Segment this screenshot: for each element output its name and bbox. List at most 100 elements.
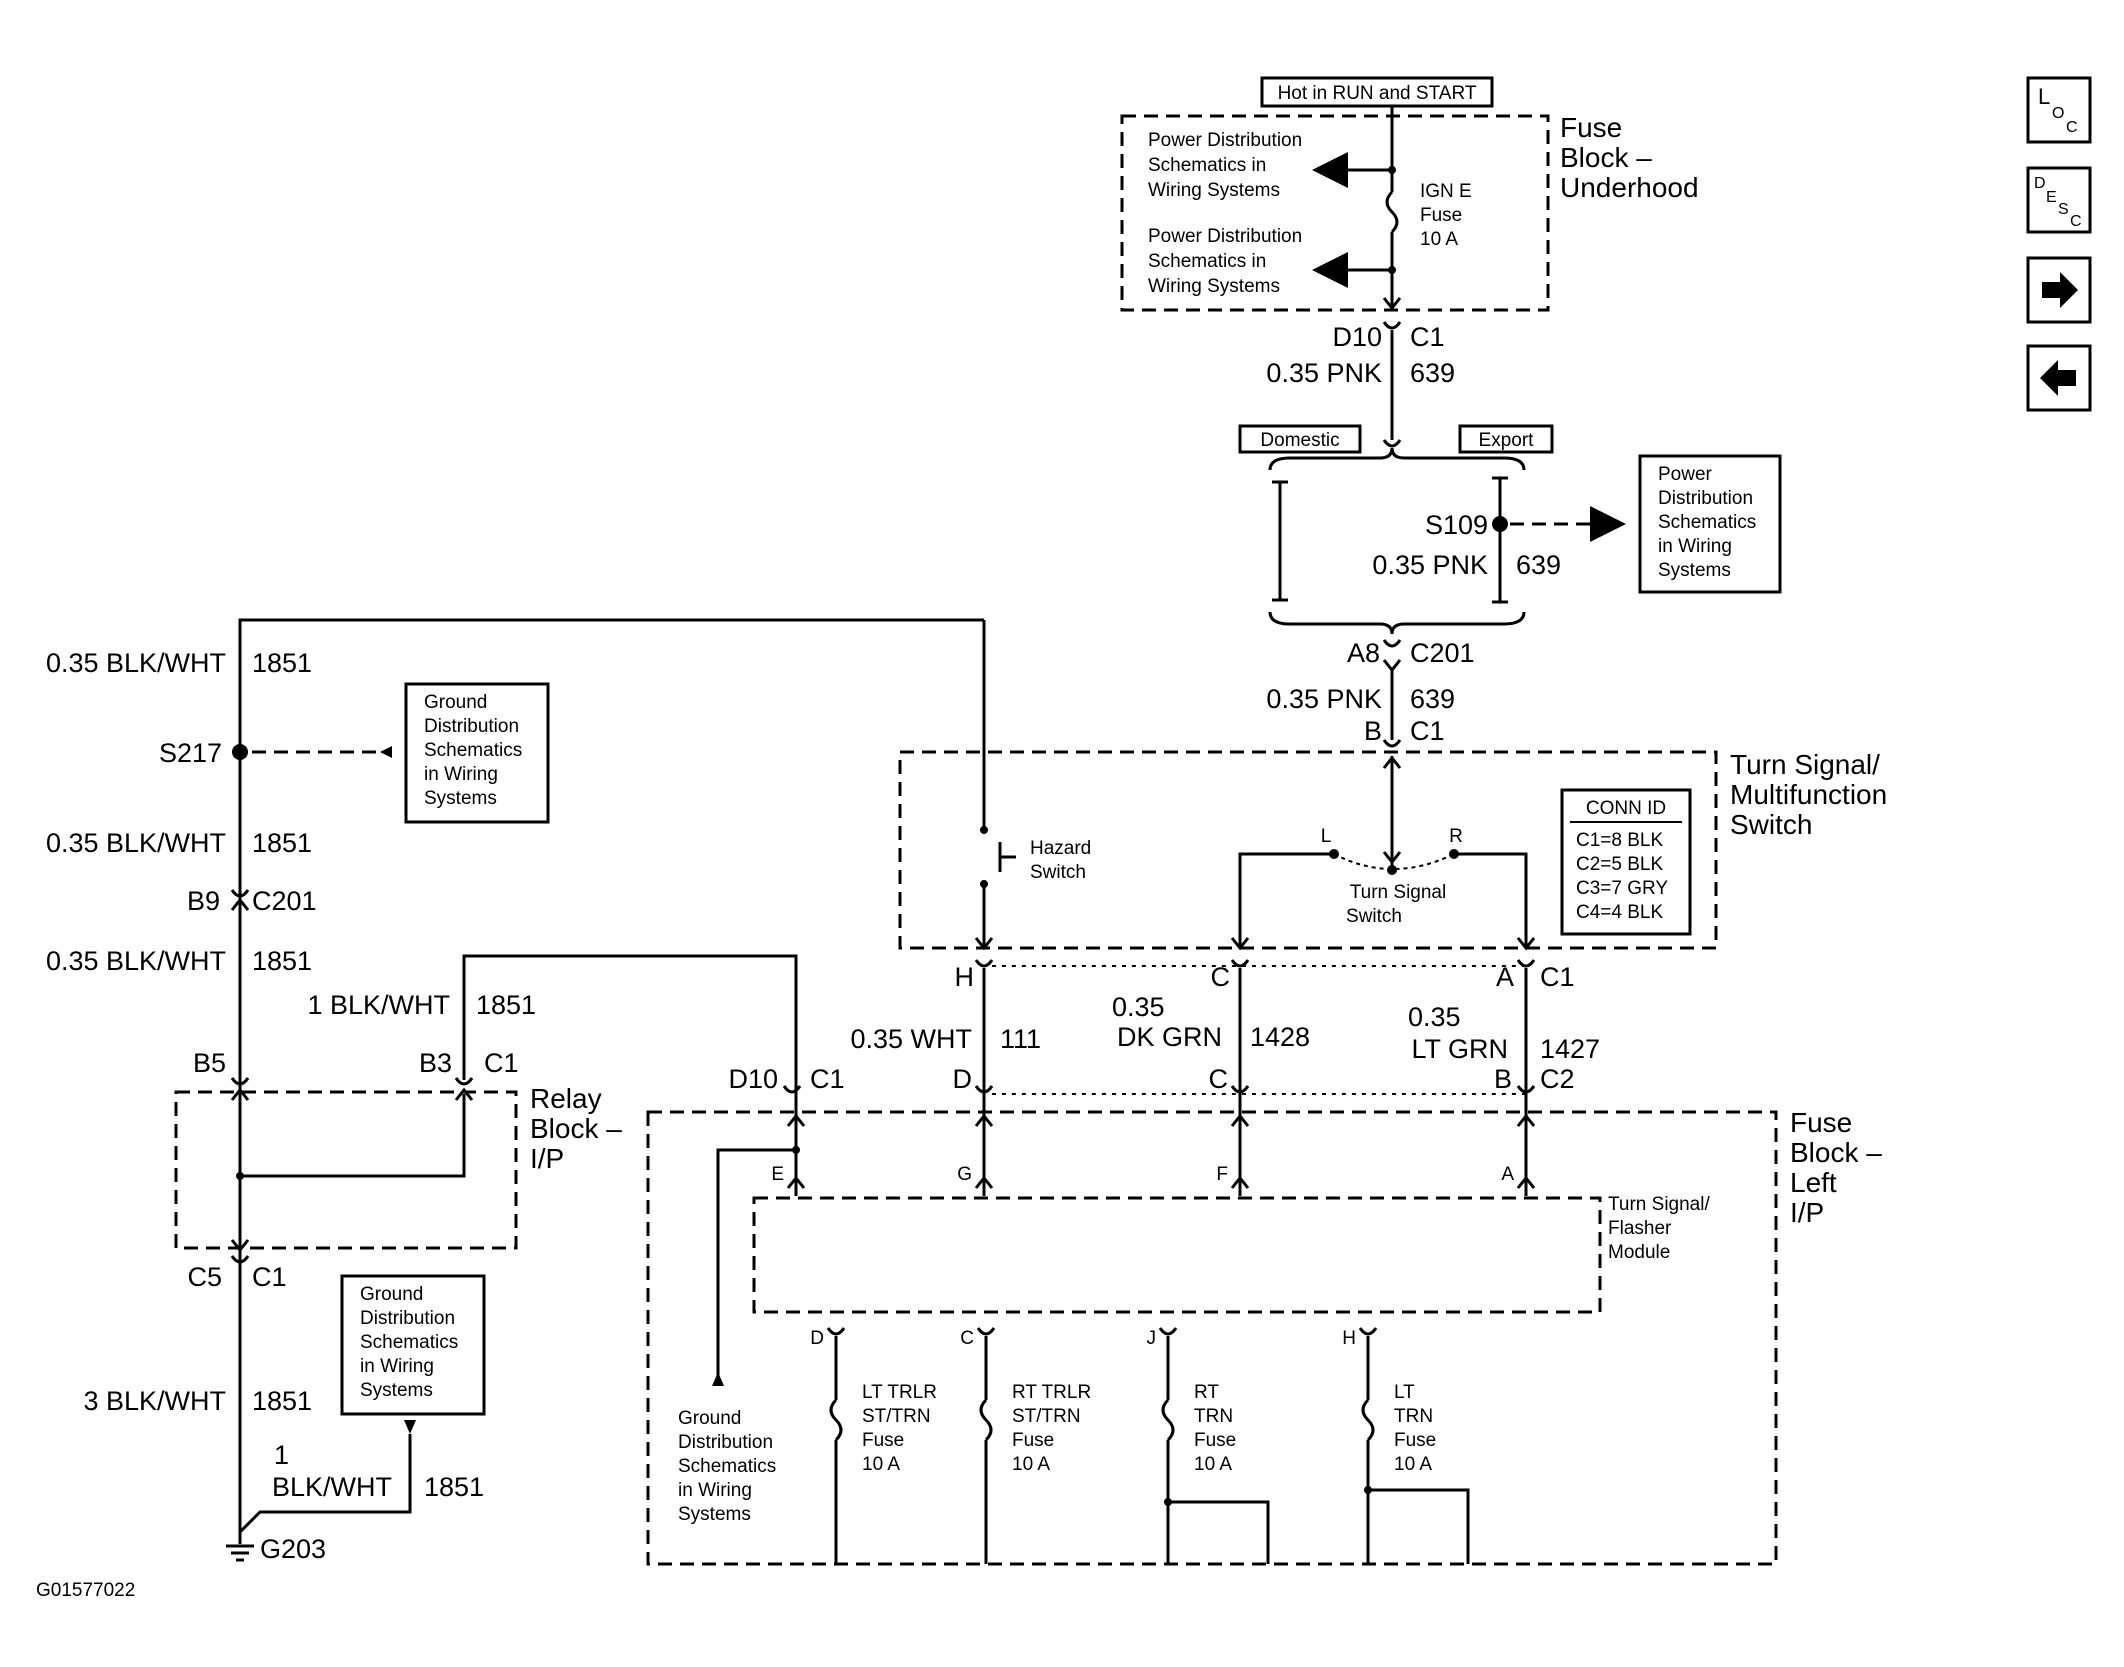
splice-s217-dot [232, 744, 248, 760]
circuit-639-label-b: 639 [1516, 550, 1561, 580]
svg-text:Block –: Block – [1790, 1137, 1882, 1168]
power-dist-ref-1: Power Distribution Schematics in Wiring … [1148, 130, 1302, 201]
fuse-symbol-1 [829, 1398, 843, 1442]
circuit-1851-label-4: 1851 [476, 990, 536, 1020]
svg-text:in Wiring: in Wiring [424, 764, 498, 785]
desc-icon: D [2034, 175, 2046, 192]
prev-button[interactable] [2026, 344, 2092, 412]
option-split-symbol [1382, 439, 1402, 448]
blkwht-main-wire [238, 618, 984, 1150]
svg-text:Underhood: Underhood [1560, 172, 1699, 203]
svg-text:I/P: I/P [530, 1143, 564, 1174]
circuit-1851-label-6: 1851 [424, 1472, 484, 1502]
wire-pnk-label-c: 0.35 PNK [1266, 684, 1382, 714]
pin-j-label: J [1147, 1328, 1157, 1349]
svg-text:Domestic: Domestic [1260, 430, 1339, 451]
pin-d-label: D [810, 1328, 824, 1349]
conn-id-title: CONN ID [1586, 798, 1666, 819]
svg-text:O: O [2052, 105, 2064, 122]
svg-text:Fuse: Fuse [1420, 205, 1462, 226]
blkwht-label-4: BLK/WHT [272, 1472, 392, 1502]
svg-text:TRN: TRN [1394, 1406, 1433, 1427]
svg-text:10 A: 10 A [1420, 229, 1458, 250]
turn-signal-switch-label: Turn Signal Switch [1346, 882, 1446, 927]
svg-text:C3=7 GRY: C3=7 GRY [1576, 878, 1668, 899]
svg-text:LT TRLR: LT TRLR [862, 1382, 937, 1403]
hot-label: Hot in RUN and START [1278, 83, 1477, 104]
svg-text:Schematics in: Schematics in [1148, 155, 1266, 176]
svg-text:Fuse: Fuse [1790, 1107, 1852, 1138]
svg-text:S: S [2058, 201, 2069, 218]
svg-text:Switch: Switch [1030, 862, 1086, 883]
wht-circuit-label: 111 [1000, 1024, 1041, 1054]
svg-text:Ground: Ground [360, 1284, 423, 1305]
loc-button[interactable]: L O C [2026, 76, 2092, 144]
blkwht-ground-wire [238, 1434, 412, 1534]
fuse-block-left-ip-label: Fuse Block – Left I/P [1790, 1107, 1882, 1228]
conn-c1-d10-label: C1 [810, 1064, 845, 1094]
conn-c-bottom-label: C [1209, 1064, 1229, 1094]
fuse-lt-trlr-st-trn: D LT TRLR ST/TRN Fuse 10 A [810, 1327, 937, 1564]
ground-dist-ref-3: Ground Distribution Schematics in Wiring… [678, 1408, 776, 1525]
next-button[interactable] [2026, 256, 2092, 324]
svg-text:Fuse: Fuse [862, 1430, 904, 1451]
fuse-symbol-2 [979, 1398, 993, 1442]
blkwht-1g-label: 1 BLK/WHT [307, 990, 450, 1020]
turn-signal-switch-title: Turn Signal/ Multifunction Switch [1730, 749, 1887, 840]
svg-text:Systems: Systems [360, 1380, 433, 1401]
svg-text:C2=5 BLK: C2=5 BLK [1576, 854, 1663, 875]
svg-text:Export: Export [1479, 430, 1535, 451]
splice-s109-label: S109 [1425, 510, 1488, 540]
svg-text:Systems: Systems [678, 1504, 751, 1525]
svg-text:LT: LT [1394, 1382, 1415, 1403]
svg-text:Ground: Ground [424, 692, 487, 713]
export-option-box: Export [1458, 424, 1554, 454]
blkwht-label-3: 0.35 BLK/WHT [46, 946, 226, 976]
arrow-right-icon [2042, 272, 2078, 308]
conn-b9-label: B9 [187, 886, 220, 916]
conn-a-top-label: A [1496, 962, 1514, 992]
conn-d-label: D [953, 1064, 973, 1094]
svg-text:C: C [2070, 213, 2082, 230]
conn-c1-label: C1 [1410, 322, 1445, 352]
desc-button[interactable]: D E S C [2026, 166, 2092, 234]
svg-text:ST/TRN: ST/TRN [1012, 1406, 1081, 1427]
svg-text:ST/TRN: ST/TRN [862, 1406, 931, 1427]
svg-text:Distribution: Distribution [424, 716, 519, 737]
svg-text:E: E [2046, 189, 2057, 206]
svg-text:TRN: TRN [1194, 1406, 1233, 1427]
fuse-block-left-ip-border [646, 1110, 1778, 1566]
pin-l-label: L [1321, 826, 1332, 847]
conn-d10-row-label: D10 [728, 1064, 778, 1094]
svg-text:Hazard: Hazard [1030, 838, 1091, 859]
svg-text:Systems: Systems [1658, 560, 1731, 581]
loc-icon: L [2038, 84, 2050, 109]
pin-r-label: R [1449, 826, 1463, 847]
fuse-block-underhood-label: Fuse Block – Underhood [1560, 112, 1699, 203]
svg-text:Switch: Switch [1346, 906, 1402, 927]
svg-text:Schematics in: Schematics in [1148, 251, 1266, 272]
dkgrn-circuit-label: 1428 [1250, 1022, 1310, 1052]
svg-text:RT TRLR: RT TRLR [1012, 1382, 1091, 1403]
svg-text:I/P: I/P [1790, 1197, 1824, 1228]
fuse-rt-trlr-st-trn: C RT TRLR ST/TRN Fuse 10 A [960, 1327, 1091, 1564]
svg-text:10 A: 10 A [1012, 1454, 1050, 1475]
svg-text:Distribution: Distribution [678, 1432, 773, 1453]
svg-text:Schematics: Schematics [678, 1456, 776, 1477]
ltgrn-color-label: LT GRN [1411, 1034, 1508, 1064]
wht-gauge-label: 0.35 WHT [850, 1024, 972, 1054]
ign-arrow-down [1382, 297, 1402, 311]
ign-e-fuse-symbol [1385, 190, 1399, 234]
conn-c1-switch-label: C1 [1410, 716, 1445, 746]
pin-e-label: E [771, 1164, 784, 1185]
svg-text:Distribution: Distribution [360, 1308, 455, 1329]
svg-text:Ground: Ground [678, 1408, 741, 1429]
conn-c201-left-label: C201 [252, 886, 317, 916]
pin-g-label: G [957, 1164, 972, 1185]
svg-text:RT: RT [1194, 1382, 1219, 1403]
option-top-brace [1268, 447, 1526, 471]
conn-b-label: B [1364, 716, 1382, 746]
svg-text:Distribution: Distribution [1658, 488, 1753, 509]
svg-text:C1=8 BLK: C1=8 BLK [1576, 830, 1663, 851]
